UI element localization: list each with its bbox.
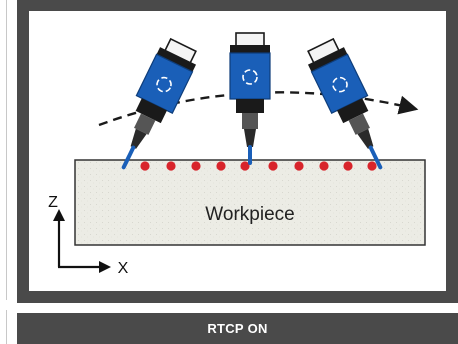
caption-label: RTCP ON: [207, 321, 268, 336]
contact-point: [216, 161, 226, 171]
rtcp-diagram: Workpiece: [48, 32, 426, 277]
workpiece: Workpiece: [74, 159, 426, 246]
spindle-head-icon: [121, 37, 197, 170]
left-divider-top: [0, 0, 7, 300]
path-arrow-icon: [98, 91, 419, 127]
spindle-head-icon: [229, 32, 271, 165]
contact-points: [140, 161, 377, 171]
diagram-frame: Workpiece: [17, 0, 458, 303]
axis-z-label: Z: [48, 194, 58, 211]
contact-point: [294, 161, 304, 171]
contact-point: [140, 161, 150, 171]
coordinate-axes: Z X: [48, 194, 129, 277]
workpiece-label: Workpiece: [205, 204, 294, 225]
x-arrowhead: [99, 261, 111, 273]
z-arrowhead: [53, 209, 65, 221]
caption-bar: RTCP ON: [17, 313, 458, 344]
spindle-head-center: [229, 32, 271, 165]
spindle-head-right: [307, 37, 383, 170]
tool-path: [98, 91, 419, 127]
workpiece-block: [74, 159, 426, 246]
axis-x-label: X: [118, 260, 129, 277]
left-divider-bottom: [0, 310, 7, 344]
spindle-head-left: [121, 37, 197, 170]
contact-point: [343, 161, 353, 171]
contact-point: [319, 161, 329, 171]
contact-point: [268, 161, 278, 171]
diagram-panel: Workpiece: [29, 11, 446, 291]
spindle-head-icon: [307, 37, 383, 170]
contact-point: [240, 161, 250, 171]
contact-point: [166, 161, 176, 171]
contact-point: [367, 161, 377, 171]
contact-point: [191, 161, 201, 171]
